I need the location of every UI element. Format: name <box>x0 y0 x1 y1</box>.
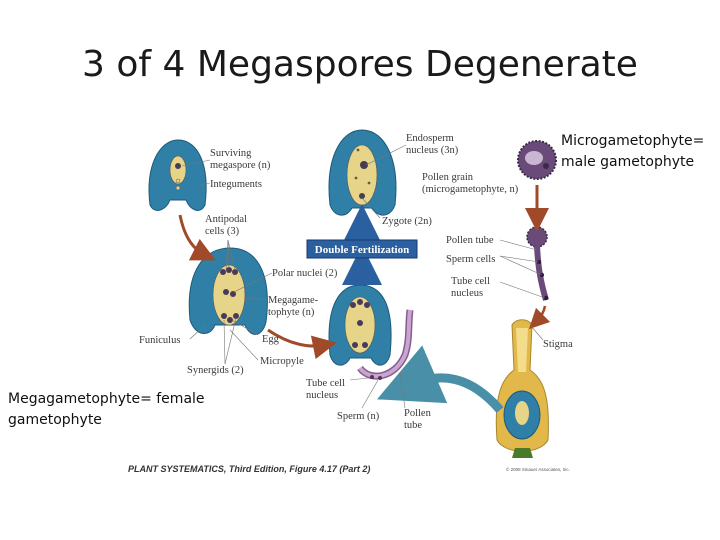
label-surviving-megaspore: megaspore (n) <box>210 160 271 171</box>
label-microgametophyte: (microgametophyte, n) <box>422 184 519 195</box>
label-micropyle: Micropyle <box>260 356 304 367</box>
label-pollen-grain: Pollen grain <box>422 172 474 183</box>
label-integuments: Integuments <box>210 179 262 190</box>
label-funiculus: Funiculus <box>139 335 180 346</box>
label-polar-nuclei: Polar nuclei (2) <box>272 268 338 279</box>
label-stigma: Stigma <box>543 339 573 350</box>
figure-caption: PLANT SYSTEMATICS, Third Edition, Figure… <box>128 464 371 474</box>
megagametophyte-note: Megagametophyte= female gametophyte <box>8 389 205 431</box>
label-antipodal: Antipodal <box>205 214 247 225</box>
ovule-megagametophyte <box>188 247 268 335</box>
arrow-tube-to-pistil <box>528 305 551 330</box>
micro-note-line1: Microgametophyte= <box>561 133 705 149</box>
pistil <box>495 319 549 458</box>
label-megagametophyte: tophyte (n) <box>268 307 315 318</box>
leader-lines <box>181 144 546 409</box>
label-endosperm: Endosperm <box>406 133 454 144</box>
micro-note-line2: male gametophyte <box>561 154 695 170</box>
double-fertilization-label: Double Fertilization <box>315 244 409 256</box>
mega-note-line1: Megagametophyte= female <box>8 391 205 407</box>
label-antipodal-cells: cells (3) <box>205 226 240 237</box>
label-pollen-tube: Pollen tube <box>446 235 494 246</box>
label-egg: Egg <box>262 334 280 345</box>
mega-note-line2: gametophyte <box>8 412 102 428</box>
label-sperm: Sperm (n) <box>337 411 380 422</box>
pollen-grain <box>517 140 557 180</box>
double-fertilization-banner: Double Fertilization <box>306 239 418 259</box>
label-megagame: Megagame- <box>268 295 319 306</box>
germinating-pollen-tube <box>526 226 549 301</box>
microgametophyte-note: Microgametophyte= male gametophyte <box>561 131 704 173</box>
slide-title: 3 of 4 Megaspores Degenerate <box>82 44 638 85</box>
label-tube-cell: Tube cell <box>451 276 490 287</box>
label-surviving: Surviving <box>210 148 252 159</box>
ovule-surviving-megaspore <box>148 139 207 211</box>
label-endosperm-nucleus: nucleus (3n) <box>406 145 459 156</box>
label-zygote: Zygote (2n) <box>382 216 432 227</box>
label-pollen-tube-b: tube <box>404 420 422 431</box>
label-sperm-cells: Sperm cells <box>446 254 495 265</box>
ovule-fertilization <box>328 284 414 380</box>
arrow-megaspore-to-megagametophyte <box>178 214 216 261</box>
arrow-pistil-to-ovule <box>376 345 504 413</box>
ovule-after-fertilization <box>328 129 397 216</box>
label-tube-cell-nucleus-b: nucleus <box>306 390 338 401</box>
label-synergids: Synergids (2) <box>187 365 244 376</box>
copyright-text: © 2008 Sinauer Associates, Inc. <box>506 467 570 472</box>
label-tube-cell-b: Tube cell <box>306 378 345 389</box>
label-pollen-b: Pollen <box>404 408 432 419</box>
arrow-megagametophyte-to-fertilization <box>267 328 337 360</box>
label-tube-cell-nucleus: nucleus <box>451 288 483 299</box>
